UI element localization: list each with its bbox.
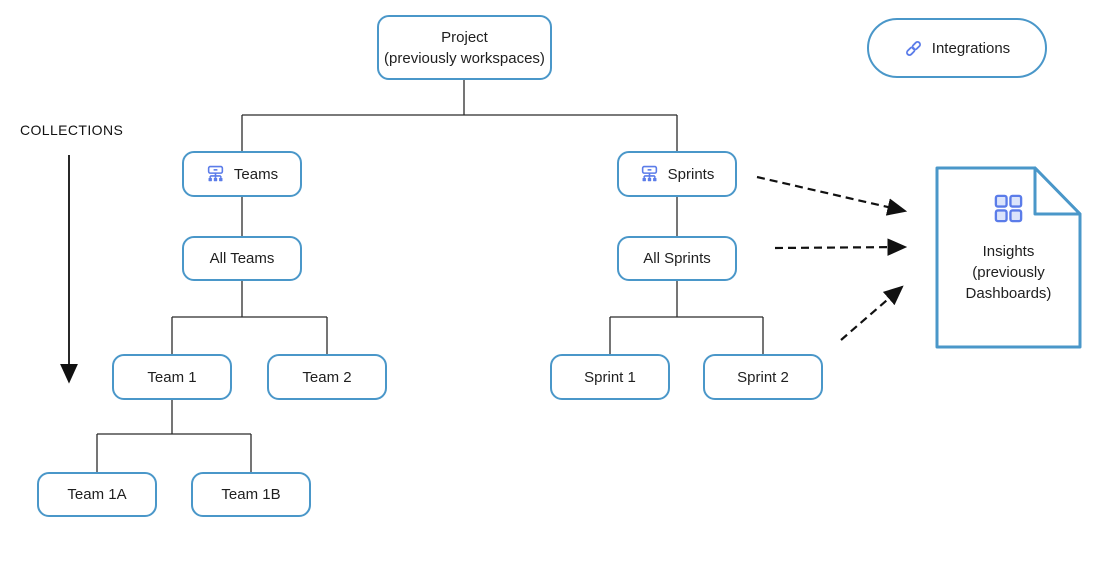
node-sprint1[interactable]: Sprint 1	[550, 354, 670, 400]
node-team1b[interactable]: Team 1B	[191, 472, 311, 517]
node-integrations-label: Integrations	[931, 39, 1011, 57]
node-team1[interactable]: Team 1	[112, 354, 232, 400]
insights-line2: (previously	[972, 264, 1045, 281]
node-team1a-label: Team 1A	[67, 486, 127, 503]
insights-line3: Dashboards)	[965, 285, 1052, 302]
node-sprints[interactable]: Sprints	[617, 151, 737, 197]
dashed-arrows	[756, 175, 908, 341]
node-team2[interactable]: Team 2	[267, 354, 387, 400]
node-team1a[interactable]: Team 1A	[37, 472, 157, 517]
dashboard-grid-icon	[992, 192, 1025, 230]
node-sprint2[interactable]: Sprint 2	[703, 354, 823, 400]
org-chart-icon	[206, 165, 225, 184]
link-icon	[904, 39, 923, 58]
node-project-line2: (previously workspaces)	[384, 49, 545, 67]
node-teams-label: Teams	[233, 165, 279, 183]
node-sprint1-label: Sprint 1	[584, 368, 636, 386]
node-all-teams[interactable]: All Teams	[182, 236, 302, 281]
dashed-arrow-allsprints-insights	[774, 238, 908, 256]
tree-connectors	[96, 80, 764, 472]
node-sprint2-label: Sprint 2	[737, 368, 789, 386]
node-team2-label: Team 2	[302, 368, 352, 386]
node-sprints-label: Sprints	[667, 165, 715, 183]
collections-label: COLLECTIONS	[20, 122, 124, 138]
node-project-line1: Project	[441, 28, 488, 46]
node-all-sprints-label: All Sprints	[643, 250, 711, 267]
dashed-arrow-sprints-insights	[756, 175, 908, 216]
node-all-teams-label: All Teams	[209, 250, 275, 267]
org-chart-icon	[640, 165, 659, 184]
node-integrations[interactable]: Integrations	[867, 18, 1047, 78]
insights-content[interactable]: Insights (previously Dashboards)	[939, 192, 1078, 303]
node-all-sprints[interactable]: All Sprints	[617, 236, 737, 281]
insights-document-shape[interactable]	[935, 166, 1082, 349]
insights-line1: Insights	[982, 243, 1035, 260]
dashed-arrow-sprint2-insights	[840, 285, 904, 341]
node-team1b-label: Team 1B	[221, 486, 281, 503]
node-project[interactable]: Project (previously workspaces)	[377, 15, 552, 80]
node-teams[interactable]: Teams	[182, 151, 302, 197]
node-team1-label: Team 1	[147, 368, 197, 386]
